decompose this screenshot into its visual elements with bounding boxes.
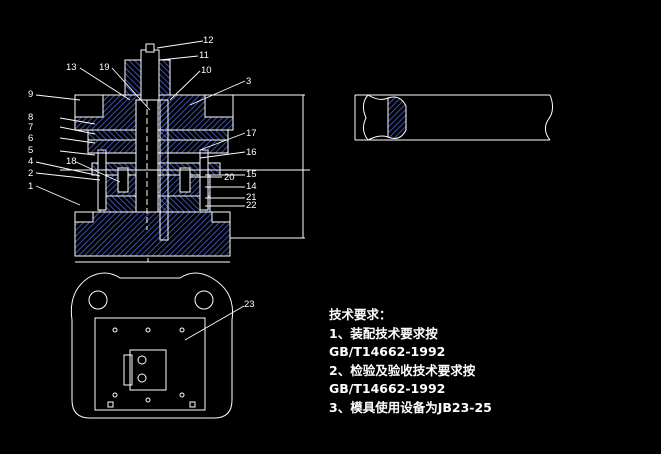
leader-lines xyxy=(35,40,246,341)
part-label-4: 4 xyxy=(28,156,34,167)
notes-line-3: 2、检验及验收技术要求按 xyxy=(329,362,476,378)
part-label-15: 15 xyxy=(246,169,257,180)
part-label-21: 21 xyxy=(246,192,257,203)
part-label-22: 22 xyxy=(246,200,257,211)
notes-line-4: GB/T14662-1992 xyxy=(329,381,446,397)
strip-layout xyxy=(354,94,554,141)
part-label-20: 20 xyxy=(224,172,235,183)
lower-die-shoe xyxy=(74,211,231,257)
part-label-14: 14 xyxy=(246,181,257,192)
part-label-10: 10 xyxy=(201,65,212,76)
notes-line-2: GB/T14662-1992 xyxy=(329,344,446,360)
part-label-2: 2 xyxy=(28,168,34,179)
notes-line-5: 3、模具使用设备为JB23-25 xyxy=(329,399,492,415)
part-label-16: 16 xyxy=(246,147,257,158)
part-label-11: 11 xyxy=(199,50,209,61)
part-label-23: 23 xyxy=(244,299,255,310)
technical-requirements: 技术要求： 1、装配技术要求按 GB/T14662-1992 2、检验及验收技术… xyxy=(329,306,492,418)
part-label-6: 6 xyxy=(28,133,34,144)
part-label-19: 19 xyxy=(99,62,110,73)
notes-title: 技术要求： xyxy=(329,307,392,322)
shank-stem xyxy=(140,49,160,101)
part-label-9: 9 xyxy=(28,89,34,100)
part-label-13: 13 xyxy=(66,62,77,73)
part-label-8: 8 xyxy=(28,112,34,123)
section-view xyxy=(60,43,310,263)
guide-post-right xyxy=(199,149,209,211)
part-label-7: 7 xyxy=(28,122,34,133)
part-label-12: 12 xyxy=(203,35,214,46)
part-label-17: 17 xyxy=(246,128,257,139)
part-label-18: 18 xyxy=(66,156,77,167)
plan-view xyxy=(70,272,234,419)
part-label-3: 3 xyxy=(246,76,252,87)
part-label-5: 5 xyxy=(28,145,34,156)
notes-line-1: 1、装配技术要求按 xyxy=(329,325,438,341)
part-label-1: 1 xyxy=(28,181,34,192)
blank-part xyxy=(387,96,407,139)
